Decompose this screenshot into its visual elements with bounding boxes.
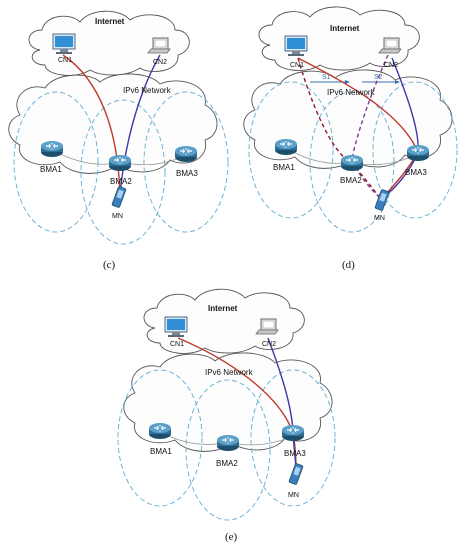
bma3-router-icon [406, 144, 430, 162]
mn-mobile-icon [288, 462, 304, 486]
network-label: IPv6 Network [327, 88, 376, 97]
ipv6-cloud [123, 352, 333, 452]
caption-e: (e) [225, 531, 238, 543]
mn-label: MN [112, 213, 123, 220]
caption-c: (c) [103, 259, 116, 271]
panel-c: Internet CN1 CN2 IPv6 Network BMA1 BMA2 … [8, 10, 229, 271]
bma2-label: BMA2 [216, 459, 238, 468]
bma1-label: BMA1 [40, 165, 62, 174]
internet-label: Internet [208, 304, 238, 313]
bma1-label: BMA1 [273, 163, 295, 172]
panel-d: Internet CN1 CN2 S1 S2 IPv6 Network BMA1… [243, 6, 458, 271]
bma2-router-icon [216, 434, 240, 452]
caption-d: (d) [342, 259, 355, 271]
cn2-label: CN2 [384, 62, 398, 69]
cn1-label: CN1 [290, 62, 304, 69]
s1-label: S1 [322, 74, 331, 81]
cn1-label: CN1 [58, 57, 72, 64]
bma3-label: BMA3 [405, 168, 427, 177]
cn1-label: CN1 [170, 341, 184, 348]
s2-label: S2 [374, 74, 383, 81]
internet-label: Internet [95, 17, 125, 26]
bma1-router-icon [148, 422, 172, 440]
bma2-router-icon [340, 154, 364, 172]
network-label: IPv6 Network [123, 86, 172, 95]
cn2-label: CN2 [153, 59, 167, 66]
internet-cloud [143, 288, 305, 354]
network-label: IPv6 Network [205, 368, 254, 377]
bma2-router-icon [108, 154, 132, 172]
internet-label: Internet [330, 24, 360, 33]
mn-label: MN [288, 492, 299, 499]
bma3-router-icon [174, 145, 198, 163]
bma3-label: BMA3 [284, 449, 306, 458]
mn-mobile-icon [111, 185, 127, 209]
bma1-router-icon [40, 140, 64, 158]
panel-e: Internet CN1 CN2 IPv6 Network BMA1 BMA2 … [117, 288, 336, 543]
bma2-label: BMA2 [340, 176, 362, 185]
cn2-label: CN2 [262, 341, 276, 348]
bma2-label: BMA2 [110, 177, 132, 186]
bma1-router-icon [274, 138, 298, 156]
bma1-label: BMA1 [150, 447, 172, 456]
bma3-router-icon [281, 424, 305, 442]
bma3-label: BMA3 [176, 169, 198, 178]
mn-label: MN [374, 215, 385, 222]
